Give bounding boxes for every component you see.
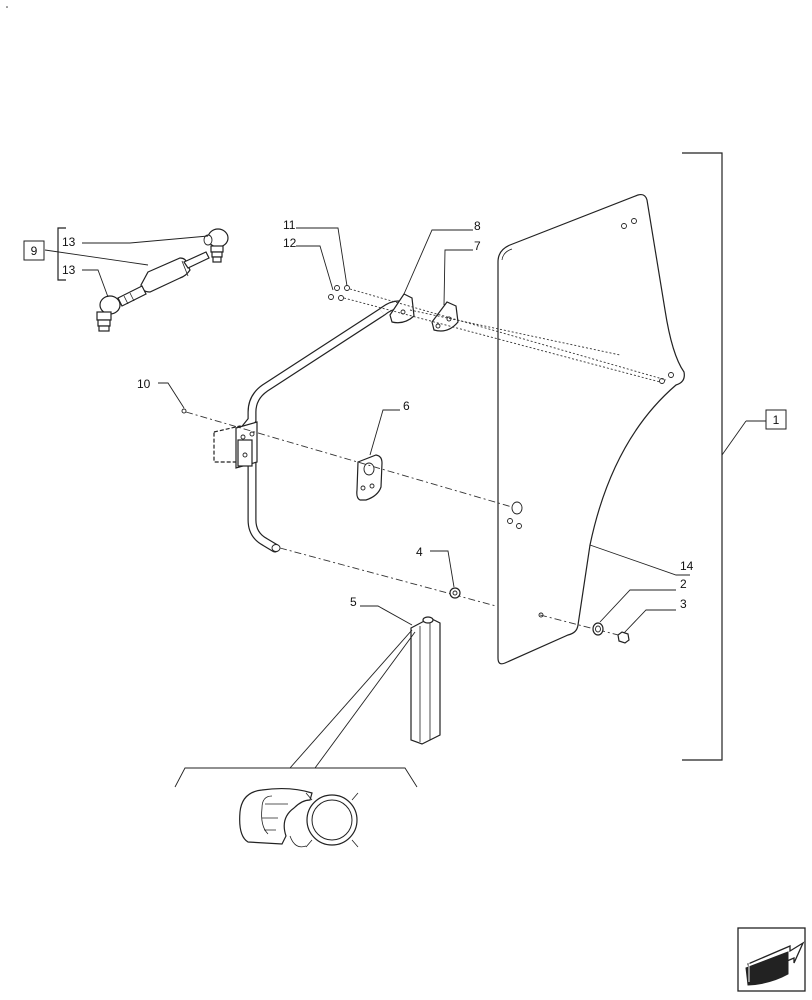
ball-joint	[99, 295, 121, 315]
door-hole	[511, 501, 523, 515]
callout-5: 5	[350, 595, 357, 609]
washer-2-hole	[595, 625, 601, 633]
glass-door-panel	[497, 193, 685, 665]
seal-cross-section	[239, 787, 359, 848]
door-hole	[516, 523, 522, 529]
bracket-hole	[435, 323, 441, 329]
callout-8: 8	[474, 219, 481, 233]
assembly-bracket: 1	[682, 152, 787, 761]
door-hole	[631, 218, 637, 224]
ball-stud	[96, 311, 112, 321]
callout-12: 12	[283, 236, 297, 250]
callout-7: 7	[474, 239, 481, 253]
callout-11: 11	[283, 218, 296, 232]
bracket-8: 8	[389, 219, 481, 324]
callout-13-bottom: 13	[62, 263, 76, 277]
callout-9: 9	[31, 244, 38, 258]
hinge-assembly	[213, 421, 258, 469]
align-line	[279, 547, 497, 607]
callout-6: 6	[403, 399, 410, 413]
bracket-7: 7	[431, 239, 481, 332]
corner-dot	[6, 6, 8, 8]
door-hole	[621, 223, 627, 229]
socket	[203, 234, 213, 246]
callout-1: 1	[773, 413, 780, 427]
door-hole	[668, 372, 674, 378]
callout-2: 2	[680, 577, 687, 591]
hinge-hole	[242, 452, 248, 458]
screw-11	[334, 285, 340, 291]
nut-3	[617, 631, 630, 644]
bracket-hole	[369, 483, 375, 489]
bracket-hole	[360, 485, 366, 491]
bracket-6: 6	[356, 399, 410, 501]
hinge-hole	[249, 431, 255, 437]
tube-end	[271, 544, 281, 552]
callout-box-9	[23, 240, 45, 261]
callout-box-1	[765, 409, 787, 430]
align-line	[349, 288, 667, 381]
hinge-hole	[240, 434, 246, 440]
screw-10	[181, 408, 187, 414]
screw-12	[328, 294, 334, 300]
door-hole	[507, 518, 513, 524]
align-line	[343, 297, 661, 383]
screws-11-12: 11 12	[283, 218, 350, 301]
callout-4: 4	[416, 545, 423, 559]
align-line	[539, 614, 623, 637]
seal-profile-5: 5	[174, 595, 441, 788]
fasteners-2-3: 2 3	[592, 577, 687, 644]
door-frame-tube	[239, 300, 401, 553]
align-line	[185, 411, 513, 508]
bracket-hole	[363, 462, 375, 476]
washer-hole	[452, 590, 458, 596]
callout-10: 10	[137, 377, 151, 391]
screw-12b	[338, 295, 344, 301]
callout-13-top: 13	[62, 235, 76, 249]
arrow-left-navigation-icon[interactable]	[737, 927, 806, 992]
gas-strut-9: 9 13 13	[23, 227, 229, 332]
screw-11b	[344, 285, 350, 291]
seal-end	[422, 616, 434, 624]
callout-3: 3	[680, 597, 687, 611]
callout-14: 14	[680, 559, 694, 573]
